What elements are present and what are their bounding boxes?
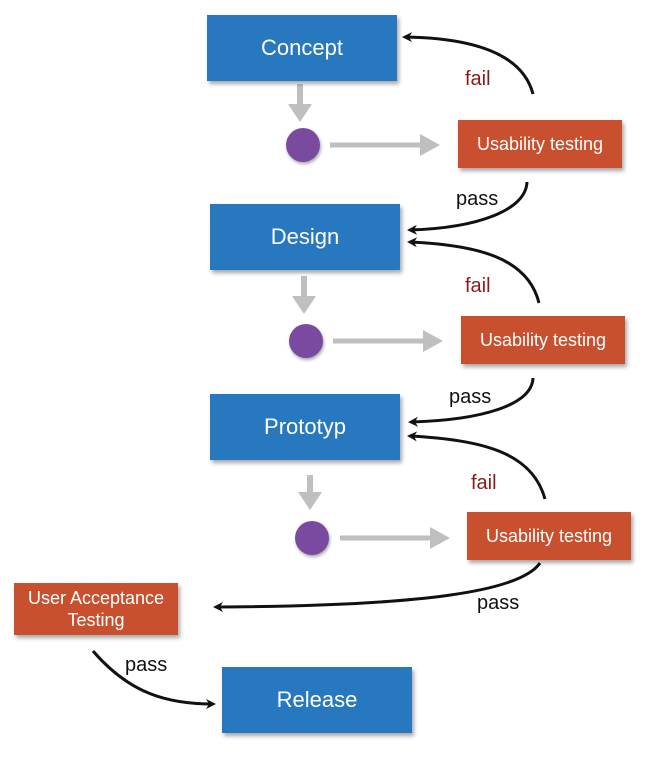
grey-arrow-design-down bbox=[292, 276, 316, 314]
grey-arrow-concept-down bbox=[288, 84, 312, 122]
fail-arrow-3 bbox=[407, 431, 547, 500]
usability-testing-label: Usability testing bbox=[479, 329, 607, 350]
pass-arrow-2 bbox=[408, 377, 535, 427]
concept-box: Concept bbox=[207, 15, 397, 81]
pass-arrow-4 bbox=[91, 650, 216, 709]
grey-arrow-dot1-right bbox=[330, 134, 440, 156]
decision-dot-1 bbox=[286, 128, 320, 162]
pass-arrow-3 bbox=[213, 562, 542, 612]
prototype-box: Prototyp bbox=[210, 394, 400, 460]
pass-label-1: pass bbox=[456, 188, 499, 210]
decision-dot-3 bbox=[295, 521, 329, 555]
uat-label-line1: User Acceptance bbox=[27, 588, 165, 608]
design-label: Design bbox=[270, 224, 340, 249]
release-box: Release bbox=[222, 667, 412, 733]
pass-label-3: pass bbox=[477, 592, 520, 614]
fail-label-3: fail bbox=[471, 472, 497, 494]
fail-arrow-2 bbox=[407, 237, 541, 304]
pass-label-2: pass bbox=[449, 386, 492, 408]
usability-testing-box-1: Usability testing bbox=[458, 120, 622, 168]
user-acceptance-testing-box: User Acceptance Testing bbox=[14, 583, 178, 635]
design-box: Design bbox=[210, 204, 400, 270]
uat-label-line2: Testing bbox=[67, 610, 125, 630]
usability-testing-label: Usability testing bbox=[476, 133, 604, 154]
pass-label-4: pass bbox=[125, 654, 168, 676]
decision-dot-2 bbox=[289, 324, 323, 358]
concept-label: Concept bbox=[261, 35, 343, 60]
usability-testing-label: Usability testing bbox=[485, 525, 613, 546]
prototype-label: Prototyp bbox=[264, 414, 346, 439]
fail-label-1: fail bbox=[465, 68, 491, 90]
pass-arrow-1 bbox=[407, 181, 529, 235]
fail-arrow-1 bbox=[402, 32, 535, 95]
usability-testing-box-2: Usability testing bbox=[461, 316, 625, 364]
release-label: Release bbox=[276, 687, 358, 712]
usability-testing-box-3: Usability testing bbox=[467, 512, 631, 560]
grey-arrow-dot2-right bbox=[333, 330, 443, 352]
grey-arrow-dot3-right bbox=[340, 527, 450, 549]
fail-label-2: fail bbox=[465, 275, 491, 297]
grey-arrow-prototype-down bbox=[298, 475, 322, 510]
